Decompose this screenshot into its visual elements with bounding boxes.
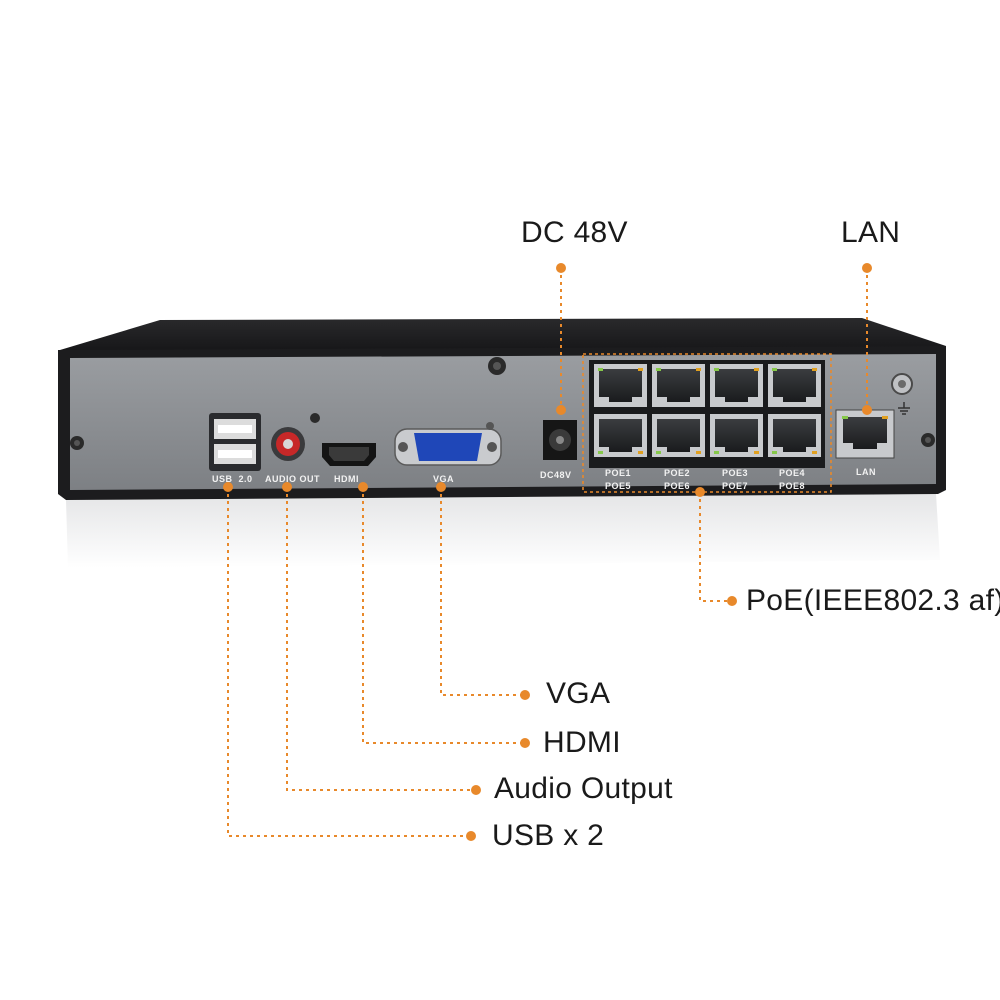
screw-icon bbox=[488, 357, 506, 375]
callout-dot bbox=[358, 482, 368, 492]
callout-dot bbox=[436, 482, 446, 492]
leader-lines bbox=[227, 268, 868, 837]
screw-icon bbox=[921, 433, 935, 447]
usb-port-icon bbox=[209, 413, 261, 471]
screw-icon bbox=[70, 436, 84, 450]
rj45-port-icon bbox=[594, 364, 647, 407]
callout-dc-48v: DC 48V bbox=[521, 216, 628, 249]
rj45-port-icon bbox=[710, 414, 763, 457]
poe-label-top: POE3 bbox=[722, 468, 748, 478]
panel-label-usb: USB 2.0 bbox=[212, 474, 253, 484]
callout-dot bbox=[862, 405, 872, 415]
rj45-port-icon bbox=[710, 364, 763, 407]
callout-dot bbox=[862, 263, 872, 273]
floor-reflection bbox=[66, 494, 940, 568]
callout-poe: PoE(IEEE802.3 af) bbox=[746, 584, 1000, 617]
vga-port-icon bbox=[394, 422, 502, 466]
callout-dot bbox=[556, 405, 566, 415]
poe-label-bottom: POE8 bbox=[779, 481, 805, 491]
leader-dots bbox=[223, 263, 872, 841]
panel-label-vga: VGA bbox=[433, 474, 454, 484]
panel-label-hdmi: HDMI bbox=[334, 474, 359, 484]
ground-screw-icon bbox=[891, 373, 913, 415]
poe-label-bottom: POE6 bbox=[664, 481, 690, 491]
lan-port-icon bbox=[835, 409, 895, 459]
callout-vga: VGA bbox=[546, 677, 611, 710]
poe-label-top: POE2 bbox=[664, 468, 690, 478]
dc-jack-icon bbox=[543, 420, 577, 460]
callout-dot bbox=[727, 596, 737, 606]
rj45-port-icon bbox=[768, 414, 821, 457]
poe-port-grid bbox=[594, 364, 821, 457]
callout-dot bbox=[466, 831, 476, 841]
poe-highlight-frame bbox=[582, 353, 832, 493]
callout-dot bbox=[695, 487, 705, 497]
callout-hdmi: HDMI bbox=[543, 726, 621, 759]
callout-lan: LAN bbox=[841, 216, 901, 249]
callout-dot bbox=[282, 482, 292, 492]
rj45-port-icon bbox=[594, 414, 647, 457]
leader-line-vga bbox=[440, 487, 522, 696]
rj45-port-icon bbox=[652, 364, 705, 407]
panel-label-audio: AUDIO OUT bbox=[265, 474, 320, 484]
leader-line-hdmi bbox=[362, 487, 522, 744]
poe-label-bottom: POE7 bbox=[722, 481, 748, 491]
poe-label-bottom: POE5 bbox=[605, 481, 631, 491]
rj45-port-icon bbox=[652, 414, 705, 457]
callout-audio-output: Audio Output bbox=[494, 772, 673, 805]
callout-dot bbox=[520, 690, 530, 700]
rca-jack-icon bbox=[271, 413, 320, 461]
leader-line-audio bbox=[286, 487, 473, 791]
callout-dot bbox=[520, 738, 530, 748]
panel-label-dc: DC48V bbox=[540, 470, 572, 480]
poe-label-top: POE4 bbox=[779, 468, 805, 478]
rj45-port-icon bbox=[768, 364, 821, 407]
leader-line-poe bbox=[699, 492, 728, 602]
callout-dot bbox=[471, 785, 481, 795]
panel-label-lan: LAN bbox=[856, 467, 876, 477]
callout-dot bbox=[223, 482, 233, 492]
hdmi-port-icon bbox=[322, 443, 376, 466]
callout-dot bbox=[556, 263, 566, 273]
poe-label-top: POE1 bbox=[605, 468, 631, 478]
callout-usb: USB x 2 bbox=[492, 819, 605, 852]
